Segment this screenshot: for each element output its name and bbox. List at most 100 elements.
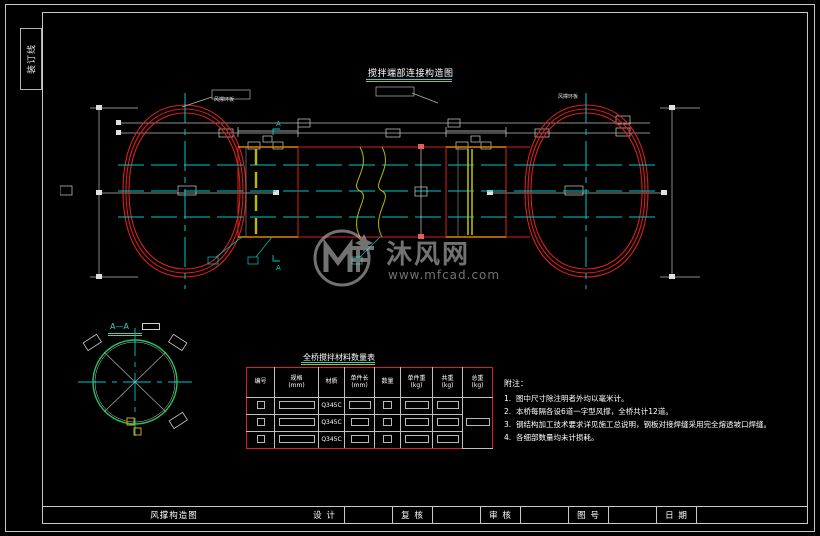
list-item: 2. 本桥每隔各设6道一字型风撑，全桥共计12道。 [504,405,771,418]
section-tube-circle [92,339,178,425]
th-unit-weight-l2: (kg) [410,381,423,389]
value-box [278,434,315,443]
cell-sub-weight [432,397,463,415]
table-row: Q345C [246,397,493,449]
cell-unit-weight [400,414,433,432]
cell-length [344,431,375,449]
note-number: 3. [504,420,512,430]
value-box [278,400,315,409]
value-box [256,434,265,443]
vertical-centerlines [184,93,587,289]
th-total-weight-l1: 总重 [471,374,484,382]
section-tube-inner [94,341,176,423]
right-connection-plate [445,146,507,238]
cell-sub-weight [432,431,463,449]
value-box [383,400,392,409]
cell-material: Q345C [318,397,345,415]
list-item: 1. 图中尺寸除注明者外均以毫米计。 [504,392,771,405]
note-text: 各细部数量均未计损耗。 [516,433,599,443]
value-box [278,417,315,426]
cell-spec [274,397,319,415]
table-row: Q345C [246,431,493,449]
th-spec: 规格 (mm) [274,367,319,398]
ring-annotation-leaders [181,86,439,108]
th-sub-weight-l1: 共重 [441,374,454,382]
section-marker-label-bottom: A [276,264,281,272]
title-block-value-drawing-no[interactable] [609,507,657,523]
value-box [350,434,369,443]
section-marker-label-top: A [276,120,281,128]
section-aa-underline-cyan [108,333,142,334]
th-material: 材质 [318,367,345,398]
th-length-l1: 单件长 [350,374,369,382]
cell-sub-weight [432,414,463,432]
cell-total-weight [462,397,493,449]
notes-block: 附注： 1. 图中尺寸除注明者外均以毫米计。 2. 本桥每隔各设6道一字型风撑，… [504,378,771,445]
value-box [348,400,371,409]
th-spec-l1: 规格 [290,374,303,382]
list-item: 4. 各细部数量均未计损耗。 [504,431,771,444]
th-spec-l2: (mm) [288,381,305,389]
value-box [404,434,429,443]
quantity-table-title: 全桥搅拌材料数量表 [303,353,375,362]
value-box [436,400,459,409]
horizontal-centerlines [118,164,660,218]
section-rib-lines [103,351,167,413]
value-box [465,417,490,426]
dimension-ticks [96,105,675,279]
th-sub-weight: 共重 (kg) [432,367,463,398]
cell-material: Q345C [318,414,345,432]
section-rib-tags [82,333,188,430]
th-sub-weight-l2: (kg) [441,381,454,389]
note-number: 2. [504,407,512,417]
title-block-value-review[interactable] [433,507,481,523]
page-title-underline-cyan [366,79,452,80]
th-material-l1: 材质 [325,378,338,386]
note-text: 钢结构加工技术要求详见施工总说明，钢板对接焊缝采用完全熔透坡口焊缝。 [516,420,771,430]
cell-qty [374,431,401,449]
table-row: Q345C [246,414,493,432]
th-total-weight: 总重 (kg) [462,367,493,398]
title-block-label-approve: 审 核 [481,507,521,523]
left-connection-plate [237,146,299,238]
dimension-value-boxes [60,115,631,196]
th-total-weight-l2: (kg) [471,381,484,389]
title-block-value-design[interactable] [345,507,393,523]
tube-body [242,146,530,238]
cell-qty [374,414,401,432]
title-block-label-design: 设 计 [305,507,345,523]
quantity-table: 编号 规格 (mm) 材质 单件长 (mm) 数量 [246,367,493,449]
binding-line-box: 装订线 [20,28,42,90]
cell-qty [374,397,401,415]
title-block-value-approve[interactable] [521,507,569,523]
title-block: 风撑构造图 设 计 复 核 审 核 图 号 日 期 [42,506,808,524]
title-block-label-review: 复 核 [393,507,433,523]
note-text: 图中尺寸除注明者外均以毫米计。 [516,394,629,403]
cell-spec [274,414,319,432]
main-elevation-view: A A [60,86,700,289]
value-box [383,417,392,426]
th-length-l2: (mm) [351,381,368,389]
th-unit-weight-l1: 单件重 [407,374,426,382]
value-box [404,400,429,409]
note-text: 本桥每隔各设6道一字型风撑，全桥共计12道。 [516,407,673,417]
cell-length [344,397,375,415]
th-qty: 数量 [374,367,401,398]
th-unit-weight: 单件重 (kg) [400,367,433,398]
cell-unit-weight [400,431,433,449]
break-line-curves [356,146,386,238]
left-ring-note: 风撑环板 [214,97,235,103]
plate-dimension-bracket [237,127,507,137]
section-aa-view [78,328,192,436]
section-aa-tag-box [142,323,160,330]
cell-length [344,414,375,432]
note-number: 4. [504,433,512,443]
list-item: 3. 钢结构加工技术要求详见施工总说明，钢板对接焊缝采用完全熔透坡口焊缝。 [504,418,771,431]
right-ring-note: 风撑环板 [558,94,579,100]
notes-list: 1. 图中尺寸除注明者外均以毫米计。 2. 本桥每隔各设6道一字型风撑，全桥共计… [504,392,771,445]
page-title-underline-yellow [366,81,452,82]
page-title: 搅拌端部连接构造图 [368,69,454,79]
value-box [436,434,459,443]
title-block-value-date[interactable] [697,507,807,523]
